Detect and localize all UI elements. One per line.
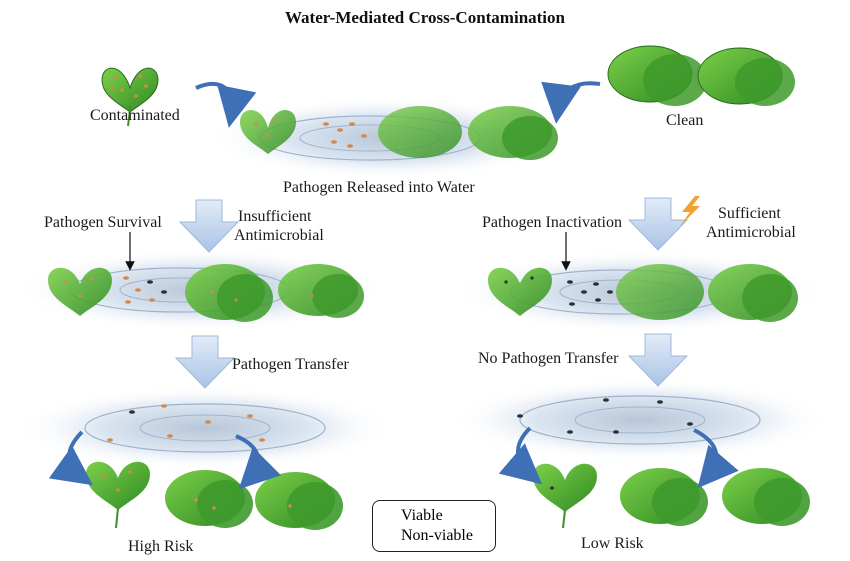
label-pathogen-survival: Pathogen Survival [44,214,162,231]
leaf-in-water-icon [240,106,558,160]
down-arrow-left-2 [174,335,236,389]
leaf-clean-icon [607,45,795,106]
diagram-title: Water-Mediated Cross-Contamination [284,8,565,27]
label-no-pathogen-transfer: No Pathogen Transfer [478,350,619,367]
down-arrow-right-1 [627,197,689,251]
leaf-bottom-right-icon [533,463,810,529]
label-sufficient: Sufficient [718,205,781,222]
label-insufficient: Insufficient [238,208,312,225]
arrow-low-risk-right [693,428,739,489]
pathogens-bottom-left [107,404,265,442]
legend-box: Viable Non-viable [372,500,496,552]
lightning-bolt-icon [680,196,700,226]
leaf-contaminated-icon [101,67,159,127]
down-arrow-left-1 [178,199,240,253]
label-pathogen-released: Pathogen Released into Water [283,179,475,196]
arrow-clean-into-water [541,81,601,124]
label-sufficient-antimicrobial: Antimicrobial [706,224,796,241]
legend-non-viable-label: Non-viable [401,527,473,544]
legend-viable-label: Viable [401,507,443,524]
leaf-middle-left-icon [48,264,364,322]
leaf-bottom-left-icon [86,461,343,530]
label-high-risk: High Risk [128,538,194,555]
down-arrow-right-2 [627,333,689,387]
label-contaminated: Contaminated [90,107,180,124]
label-pathogen-inactivation: Pathogen Inactivation [482,214,622,231]
pathogens-middle-right [567,280,613,306]
arrow-low-risk-left [498,426,543,485]
leaf-middle-right-icon [488,264,798,322]
water-pool-bottom-right [450,378,830,462]
water-pool-bottom-left [15,386,395,470]
label-low-risk: Low Risk [581,535,644,552]
label-pathogen-transfer: Pathogen Transfer [232,356,349,373]
arrow-contaminated-into-water [195,81,257,128]
pathogens-bottom-right [517,398,693,434]
pathogens-top [323,122,367,148]
pathogens-middle-left [123,276,167,304]
label-clean: Clean [666,112,704,129]
arrow-high-risk-right [235,434,282,490]
label-insufficient-antimicrobial: Antimicrobial [234,227,324,244]
arrow-high-risk-left [48,430,94,486]
